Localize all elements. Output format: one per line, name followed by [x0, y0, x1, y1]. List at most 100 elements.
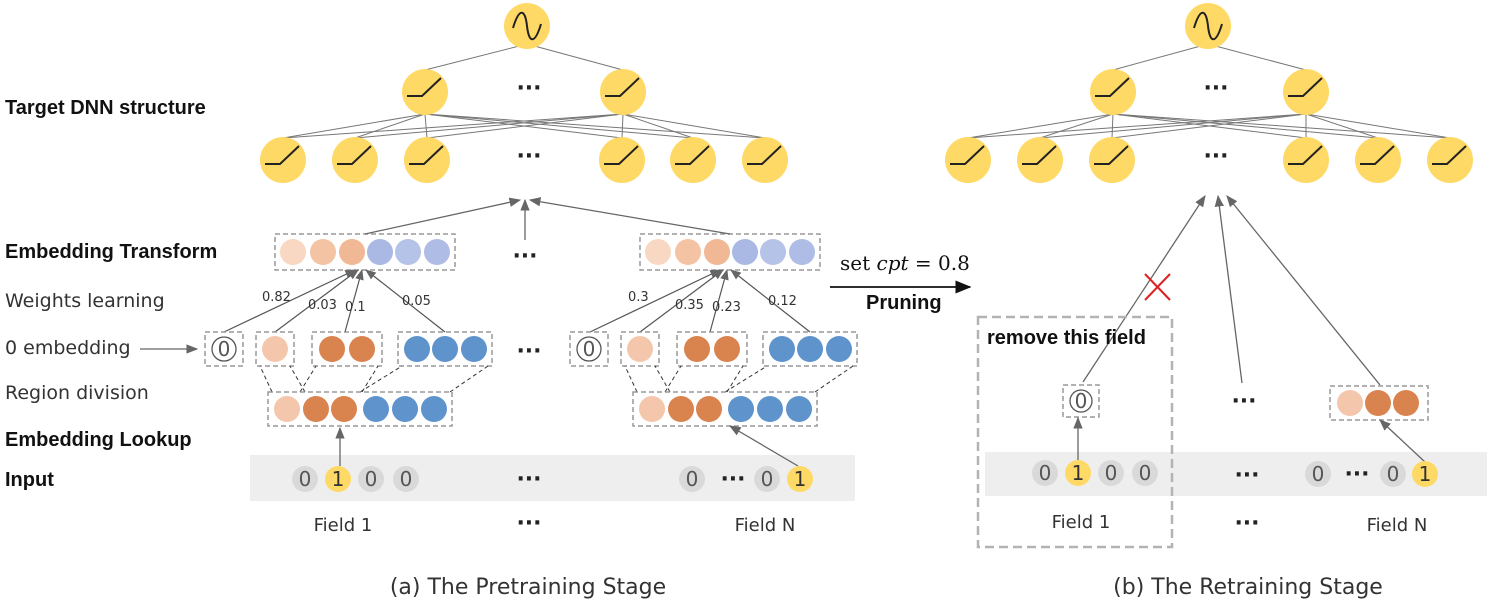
retrain-fieldN-chip-1: [1305, 461, 1331, 487]
region-embedding: [714, 336, 740, 362]
label-embedding-transform: Embedding Transform: [5, 241, 217, 263]
label-input: Input: [5, 469, 54, 491]
fieldN-weight-2: 0.35: [675, 298, 704, 313]
retrain-fieldN-value-3: 1: [1419, 462, 1432, 486]
pretrain-input: 0 1 0 0 0 ··· 0 1: [292, 466, 813, 492]
retrain-fieldN-embedding: [1329, 385, 1429, 463]
transform-embedding: [732, 239, 758, 265]
retrain-fieldN-input-arrow: [1379, 419, 1426, 463]
lookup-embedding: [728, 396, 754, 422]
retrain-fieldN-chip-2: [1380, 461, 1406, 487]
prune-cross-icon: [1144, 273, 1171, 301]
retrain-zero-region: [1062, 384, 1100, 418]
label-embedding-lookup: Embedding Lookup: [5, 429, 192, 451]
retrain-hidden-neuron-top: [1283, 69, 1329, 115]
fieldN-arrow: [1226, 195, 1381, 386]
region-embedding: [432, 336, 458, 362]
field1-to-dnn-arrow: [364, 197, 522, 235]
field1-zero-region: [204, 331, 244, 367]
label-target-dnn: Target DNN structure: [5, 97, 206, 119]
pretrain-hidden-neuron-bottom: [670, 137, 716, 183]
pretrain-region-boxes: [204, 331, 858, 367]
transform-embedding: [339, 239, 365, 265]
transform-ellipsis: ···: [512, 244, 537, 269]
removed-field-arrow: [1082, 195, 1206, 383]
retrain-input: 0 1 0 0 0 ··· 0 1: [1032, 460, 1438, 487]
fieldN-lookup-box: [632, 391, 818, 427]
pretrain-fieldN-label: Field N: [735, 515, 796, 536]
region-embedding: [404, 336, 430, 362]
retrain-fieldN-value-1: 0: [1312, 462, 1325, 486]
fieldN-region-2: [676, 331, 748, 367]
dnn-top-ellipsis: ···: [516, 76, 541, 101]
fieldN-weight-line-3: [709, 268, 729, 333]
transform-embedding: [760, 239, 786, 265]
lookup-embedding: [303, 396, 329, 422]
pretrain-caption: (a) The Pretraining Stage: [390, 575, 666, 600]
retrain-zero-token: 0: [1075, 389, 1088, 413]
fieldN-input-chip-3: [787, 466, 813, 492]
lookup-embedding: [668, 396, 694, 422]
retrain-region-embedding: [1365, 390, 1391, 416]
pruning-arrow-group: set cpt = 0.8 Pruning: [830, 251, 972, 314]
pruning-label: Pruning: [866, 292, 942, 314]
fieldN-region-1: [620, 331, 660, 367]
transform-embedding: [675, 239, 701, 265]
region-embeddings: [262, 336, 852, 362]
field1-input-value-3: 0: [365, 467, 378, 491]
retrain-field1-value-3: 0: [1105, 461, 1118, 485]
field1-weight-line-3: [344, 268, 364, 333]
region-embedding: [684, 336, 710, 362]
region-embedding: [461, 336, 487, 362]
field1-weight-3: 0.1: [345, 300, 366, 315]
transform-embedding: [424, 239, 450, 265]
transform-embedding: [645, 239, 671, 265]
fieldN-input-ellipsis: ···: [720, 467, 745, 492]
retrain-fieldN-chip-3: [1412, 461, 1438, 487]
field-ellipsis: ···: [516, 511, 541, 536]
remove-field-label: remove this field: [987, 327, 1146, 349]
retrain-hidden-neuron-bottom: [1355, 137, 1401, 183]
transform-embedding: [280, 239, 306, 265]
retrain-hidden-neuron-bottom: [1089, 137, 1135, 183]
field1-input-value-2: 1: [332, 467, 345, 491]
field1-weight-4: 0.05: [402, 294, 431, 309]
retrain-region-embedding: [1337, 390, 1363, 416]
retrain-hidden-neuron-bottom: [945, 137, 991, 183]
transform-embeddings: [280, 239, 815, 265]
transform-embedding: [367, 239, 393, 265]
label-zero-embedding: 0 embedding: [5, 337, 131, 359]
retrain-fieldN-input-ellipsis: ···: [1344, 462, 1369, 487]
left-labels: Target DNN structure Embedding Transform…: [5, 97, 217, 491]
retrain-ellipses: ··· ··· ··· ··· ···: [1203, 76, 1259, 536]
retrain-field1-label: Field 1: [1052, 512, 1111, 533]
retrain-field1-value-1: 0: [1039, 461, 1052, 485]
fieldN-input-value-3: 1: [794, 467, 807, 491]
pretrain-hidden-neuron-bottom: [404, 137, 450, 183]
retrain-mid-ellipsis: ···: [1231, 389, 1256, 414]
region-embedding: [826, 336, 852, 362]
region-embedding: [627, 336, 653, 362]
field1-region-1: [255, 331, 295, 367]
retrain-fieldN-value-2: 0: [1387, 462, 1400, 486]
fieldN-weight-line-4: [730, 269, 811, 333]
removed-field-box: remove this field 0: [976, 315, 1174, 549]
pretrain-zero-embeddings: 0 0: [211, 336, 602, 362]
fieldN-input-chip-2: [754, 466, 780, 492]
lookup-embedding: [639, 396, 665, 422]
fieldN-input-chip-1: [679, 466, 705, 492]
fieldN-input-value-2: 0: [761, 467, 774, 491]
retrain-input-ellipsis: ···: [1234, 463, 1259, 488]
field1-zero-token: 0: [218, 337, 231, 361]
lookup-embedding: [363, 396, 389, 422]
pretrain-field1-label: Field 1: [314, 515, 373, 536]
pretrain-output-neuron: [504, 3, 550, 49]
pretrain-ellipses: ··· ··· ··· ··· ··· ···: [512, 76, 541, 536]
retrain-dnn-bottom-ellipsis: ···: [1203, 144, 1228, 169]
retrain-field1-chip-2: [1065, 460, 1091, 486]
fieldN-zero-token: 0: [583, 337, 596, 361]
pruning-set-text: set cpt = 0.8: [840, 251, 970, 275]
pretrain-hidden-neuron-bottom: [332, 137, 378, 183]
field1-input-chip-2: [325, 466, 351, 492]
retrain-fieldN-label: Field N: [1367, 515, 1428, 536]
